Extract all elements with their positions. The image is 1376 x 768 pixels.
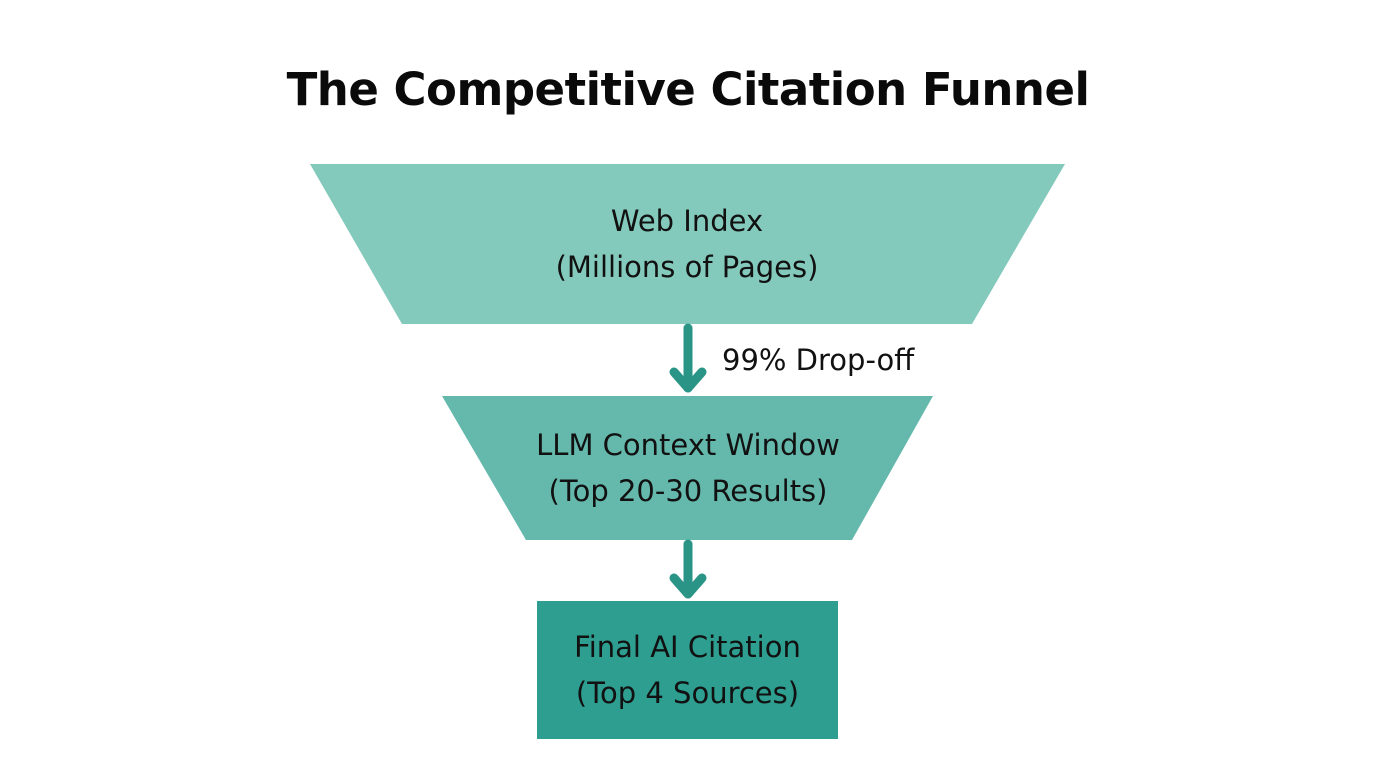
funnel-stage-final-citation: Final AI Citation (Top 4 Sources) <box>537 624 838 716</box>
funnel-stage-context-window-shape <box>442 396 933 540</box>
stage-title: LLM Context Window <box>536 428 840 462</box>
stage-subtitle: (Millions of Pages) <box>555 250 819 284</box>
funnel-stage-context-window: LLM Context Window (Top 20-30 Results) <box>476 422 900 514</box>
stage-subtitle: (Top 4 Sources) <box>575 676 800 710</box>
stage-title: Web Index <box>610 204 764 238</box>
dropoff-label: 99% Drop-off <box>722 343 915 377</box>
funnel-stage-web-index: Web Index (Millions of Pages) <box>402 198 972 290</box>
funnel-stage-web-index-shape <box>310 164 1065 324</box>
down-arrow-icon <box>669 323 707 393</box>
stage-subtitle: (Top 20-30 Results) <box>548 474 828 508</box>
down-arrow-icon <box>669 539 707 599</box>
diagram-title: The Competitive Citation Funnel <box>286 63 1090 116</box>
funnel-stage-final-citation-shape <box>537 601 838 739</box>
stage-title: Final AI Citation <box>574 630 801 664</box>
